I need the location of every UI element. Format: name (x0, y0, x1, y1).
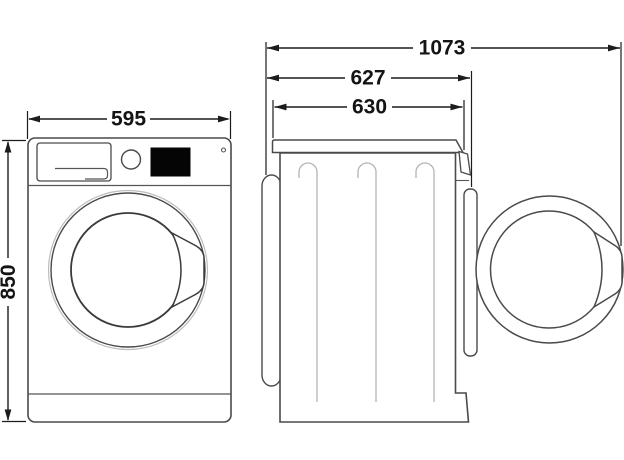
dimension-depth-door-open: 1073 (265, 37, 622, 246)
arrow-right (608, 44, 620, 52)
extension-lines (2, 139, 26, 423)
panel-groove (357, 162, 377, 402)
extension-lines (265, 42, 622, 246)
dimension-label-width: 595 (111, 108, 146, 131)
detergent-drawer (36, 142, 112, 182)
open-door (475, 195, 624, 344)
dimension-height: 850 (0, 139, 26, 423)
arrow-left (267, 44, 279, 52)
display-panel (150, 147, 191, 177)
dimension-label-depth-top: 630 (352, 96, 387, 119)
door-edge-profile (463, 188, 478, 357)
door-outer-ring (50, 192, 206, 348)
arrow-up (4, 141, 12, 153)
side-panel-grooves (298, 162, 435, 402)
panel-groove (415, 162, 435, 402)
dimension-label-height: 850 (0, 264, 20, 299)
rear-bulge (261, 174, 282, 387)
door-outer-ring-light (47, 189, 209, 351)
arrow-right (450, 103, 463, 111)
front-view (27, 137, 232, 423)
arrow-down (4, 409, 12, 421)
power-led (220, 147, 227, 153)
open-door-handle (592, 230, 623, 309)
dimension-width: 595 (26, 108, 232, 139)
side-view (261, 139, 624, 423)
panel-groove (298, 162, 318, 402)
extension-lines (26, 111, 232, 139)
dimension-label-depth-overall: 627 (350, 67, 385, 90)
dimension-depth-top: 630 (272, 96, 465, 150)
arrow-right (458, 74, 470, 82)
door-hinge-tab (458, 150, 472, 176)
arrow-right (218, 115, 230, 123)
door-handle (170, 231, 205, 309)
arrow-left (274, 103, 287, 111)
drawer-handle-groove (55, 167, 109, 180)
program-knob (120, 149, 142, 170)
side-body (279, 152, 470, 423)
open-door-outer-ring (475, 195, 624, 344)
front-door (47, 189, 209, 351)
front-body (27, 137, 232, 423)
dimensions: 595 850 1073 627 (0, 37, 622, 423)
extension-lines (272, 100, 465, 150)
dimension-depth-overall: 627 (267, 67, 473, 187)
arrow-left (267, 74, 279, 82)
top-lid (271, 139, 465, 154)
drawer-outline (36, 142, 112, 182)
arrow-left (28, 115, 40, 123)
dimension-label-depth-door-open: 1073 (419, 37, 466, 60)
